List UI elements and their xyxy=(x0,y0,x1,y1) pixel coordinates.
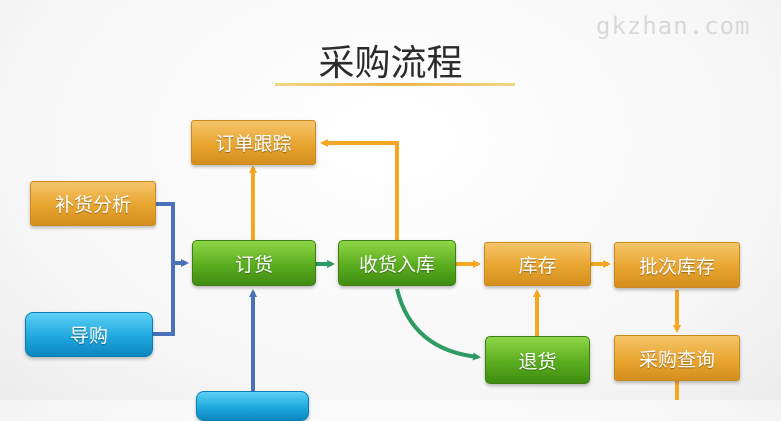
node-order-tracking: 订单跟踪 xyxy=(191,120,316,165)
node-inventory: 库存 xyxy=(484,242,591,286)
watermark: gkzhan.com xyxy=(596,12,751,40)
node-purchase-query: 采购查询 xyxy=(614,335,740,381)
node-bottom-partial xyxy=(196,391,309,421)
arrow-guide-to-order xyxy=(153,263,175,336)
node-restock-analysis: 补货分析 xyxy=(30,181,156,226)
node-batch-inventory: 批次库存 xyxy=(614,242,740,288)
arrow-analysis-to-order xyxy=(156,202,189,267)
title-underline xyxy=(275,83,515,86)
arrow-receive-to-return xyxy=(395,288,481,361)
arrow-receive-to-tracking xyxy=(320,139,399,240)
node-guided-purchase: 导购 xyxy=(25,312,153,357)
page-title: 采购流程 xyxy=(318,43,463,84)
flow-connectors xyxy=(153,139,681,400)
node-order: 订货 xyxy=(192,240,316,286)
node-receive-stock: 收货入库 xyxy=(338,240,456,286)
node-return: 退货 xyxy=(485,336,590,384)
